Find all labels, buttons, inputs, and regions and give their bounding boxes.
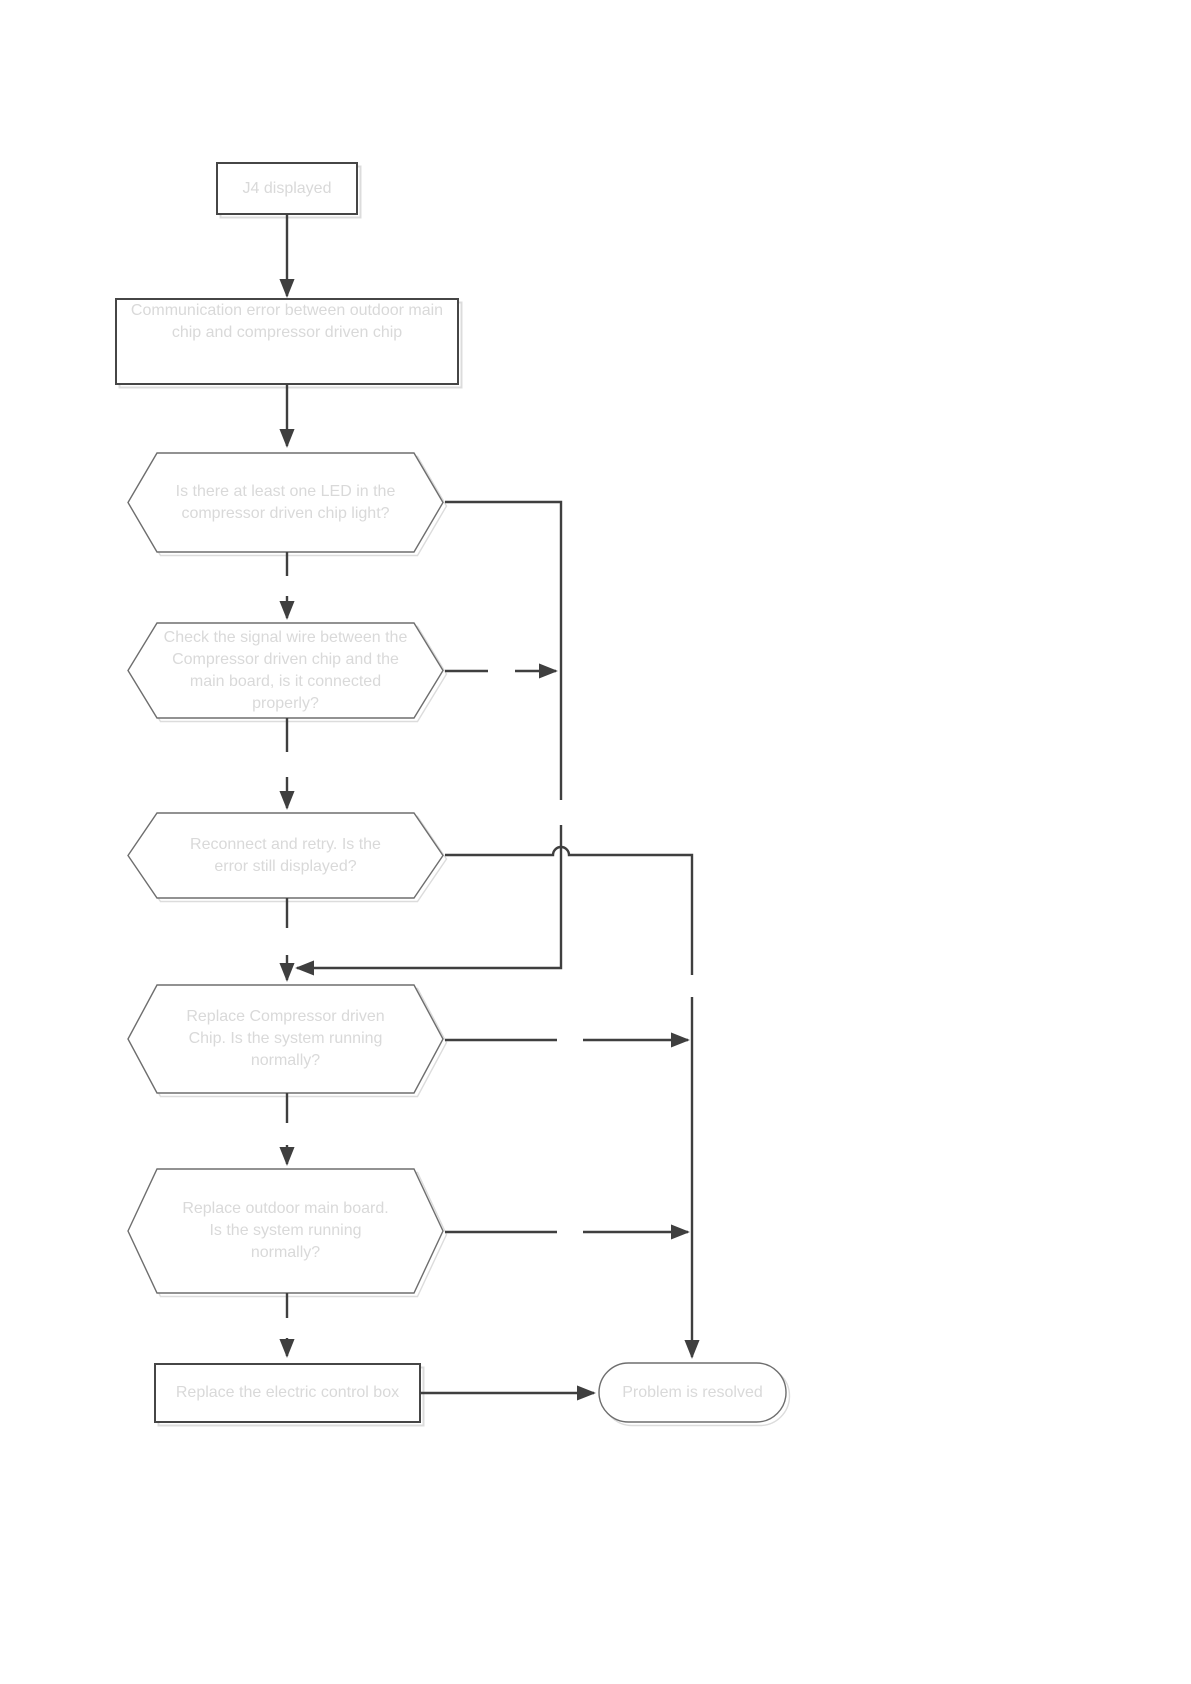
reconnect-node-shape (127, 812, 444, 899)
edge-reconnect-yes-route (445, 845, 692, 1357)
error-node-shape (115, 298, 459, 385)
led-check-node-shape (127, 452, 444, 553)
replace-control-box-node-shape (154, 1363, 421, 1423)
signal-wire-node-shape (127, 622, 444, 719)
resolved-node-shape (598, 1362, 787, 1423)
replace-chip-node-shape (127, 984, 444, 1094)
shapes (115, 162, 787, 1423)
edge-led-check-no-route (297, 500, 563, 968)
start-node-shape (216, 162, 358, 215)
edges (287, 214, 692, 1401)
replace-main-board-node-shape (127, 1168, 444, 1294)
